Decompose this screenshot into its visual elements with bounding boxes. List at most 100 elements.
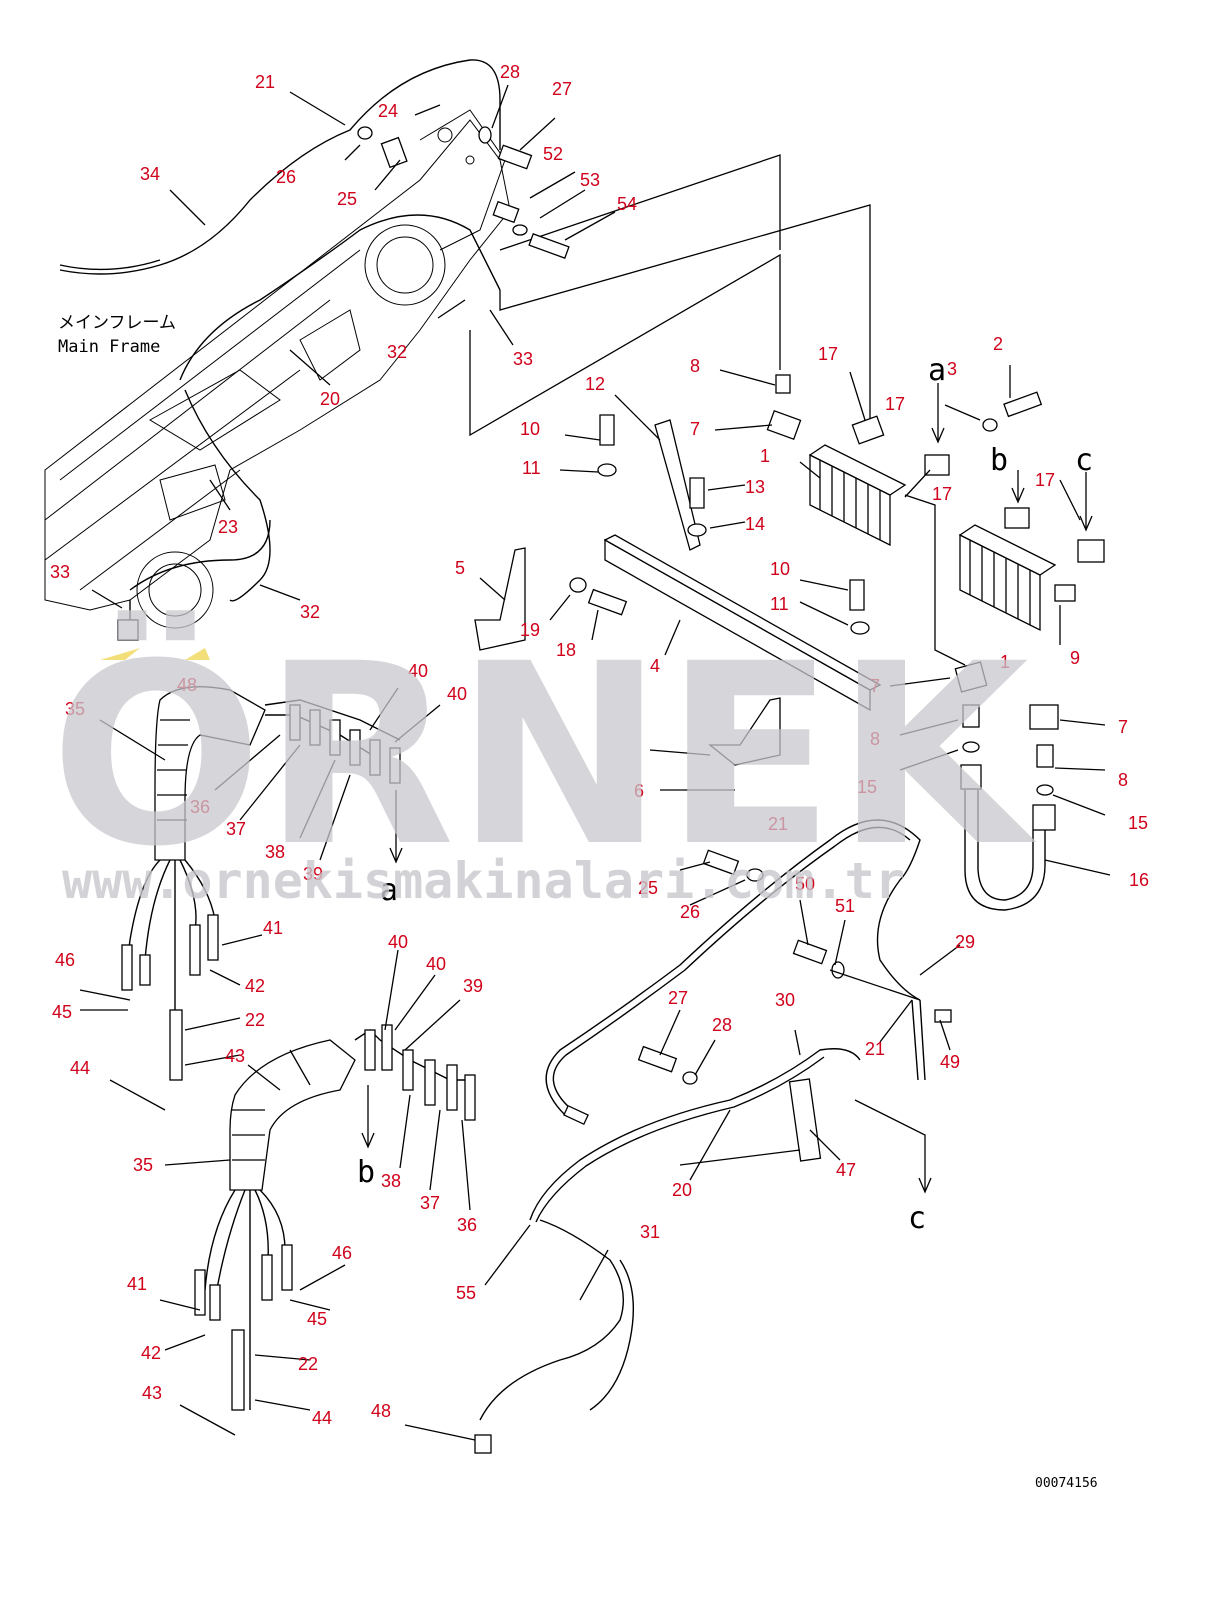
part-callout-45: 45 <box>52 1002 72 1022</box>
part-callout-2: 2 <box>993 334 1003 354</box>
part-callout-4: 4 <box>650 656 660 676</box>
part-callout-15: 15 <box>1128 813 1148 833</box>
part-callout-35: 35 <box>133 1155 153 1175</box>
part-callout-28: 28 <box>500 62 520 82</box>
view-letter-c-top: c <box>1075 443 1093 478</box>
part-callout-36: 36 <box>190 797 210 817</box>
part-callout-11: 11 <box>770 594 789 614</box>
watermark-url: www.ornekismakinalari.com.tr <box>62 852 905 910</box>
watermark: ÖRNEK www.ornekismakinalari.com.tr <box>50 610 1037 910</box>
part-callout-38: 38 <box>265 842 285 862</box>
part-callout-8: 8 <box>690 356 700 376</box>
part-callout-41: 41 <box>127 1274 147 1294</box>
part-callout-42: 42 <box>141 1343 161 1363</box>
part-callout-27: 27 <box>668 988 688 1008</box>
part-callout-21: 21 <box>255 72 275 92</box>
block-fittings <box>766 374 1105 602</box>
part-callout-45: 45 <box>307 1309 327 1329</box>
part-callout-25: 25 <box>337 189 357 209</box>
frame-labels: メインフレーム Main Frame 00074156 <box>58 313 1098 1491</box>
part-callout-24: 24 <box>378 101 398 121</box>
part-callout-25: 25 <box>638 878 658 898</box>
part-callout-20: 20 <box>320 389 340 409</box>
view-letters: a b c a b c <box>357 353 1093 1236</box>
watermark-brand: ÖRNEK <box>50 610 1037 901</box>
part-callout-37: 37 <box>226 819 246 839</box>
distributor-block-upper <box>808 444 907 547</box>
part-callout-51: 51 <box>835 896 855 916</box>
part-callout-47: 47 <box>836 1160 856 1180</box>
drawing-code: 00074156 <box>1035 1476 1098 1491</box>
part-callout-46: 46 <box>332 1243 352 1263</box>
part-callout-40: 40 <box>447 684 467 704</box>
part-callout-37: 37 <box>420 1193 440 1213</box>
part-callout-35: 35 <box>65 699 85 719</box>
harness-b <box>194 1024 476 1411</box>
part-callout-10: 10 <box>770 559 790 579</box>
part-callout-22: 22 <box>245 1010 265 1030</box>
view-letter-a-bottom: a <box>380 873 398 908</box>
part-callout-17: 17 <box>818 344 838 364</box>
part-callout-31: 31 <box>640 1222 660 1242</box>
leader-lines <box>79 84 1111 1441</box>
lower-right-hoses <box>117 619 952 1454</box>
part-callout-39: 39 <box>463 976 483 996</box>
part-callout-43: 43 <box>142 1383 162 1403</box>
harness-a <box>121 686 403 1081</box>
part-callout-32: 32 <box>387 342 407 362</box>
part-callout-28: 28 <box>712 1015 732 1035</box>
part-callout-48: 48 <box>371 1401 391 1421</box>
part-callout-41: 41 <box>263 918 283 938</box>
part-callout-21: 21 <box>865 1039 885 1059</box>
part-callout-6: 6 <box>634 781 644 801</box>
part-callout-48: 48 <box>177 675 197 695</box>
part-callout-1: 1 <box>760 446 770 466</box>
part-callout-34: 34 <box>140 164 160 184</box>
part-callout-1: 1 <box>1000 652 1010 672</box>
part-callout-3: 3 <box>947 359 957 379</box>
part-callout-7: 7 <box>690 419 700 439</box>
view-arrows <box>931 383 1093 532</box>
view-letter-c-bottom: c <box>908 1201 926 1236</box>
view-letter-a-top: a <box>928 353 946 388</box>
part-callout-46: 46 <box>55 950 75 970</box>
part-callout-5: 5 <box>455 558 465 578</box>
part-callout-40: 40 <box>388 932 408 952</box>
part-callout-53: 53 <box>580 170 600 190</box>
part-callout-38: 38 <box>381 1171 401 1191</box>
part-callout-44: 44 <box>312 1408 332 1428</box>
part-callout-39: 39 <box>303 864 323 884</box>
part-callout-7: 7 <box>870 676 880 696</box>
part-callout-7: 7 <box>1118 717 1128 737</box>
frame-label-en: Main Frame <box>58 337 160 357</box>
upper-fittings <box>357 126 570 259</box>
part-callout-33: 33 <box>513 349 533 369</box>
part-callout-18: 18 <box>556 640 576 660</box>
part-callout-9: 9 <box>1070 648 1080 668</box>
part-callout-21: 21 <box>768 814 788 834</box>
view-letter-b-top: b <box>990 443 1008 478</box>
part-callout-19: 19 <box>520 620 540 640</box>
part-callout-29: 29 <box>955 932 975 952</box>
part-callout-8: 8 <box>1118 770 1128 790</box>
part-callout-26: 26 <box>276 167 296 187</box>
part-callout-32: 32 <box>300 602 320 622</box>
part-callout-17: 17 <box>932 484 952 504</box>
part-callout-30: 30 <box>775 990 795 1010</box>
part-callout-49: 49 <box>940 1052 960 1072</box>
guide-lines-upper <box>469 154 966 666</box>
part-callout-22: 22 <box>298 1354 318 1374</box>
part-callout-52: 52 <box>543 144 563 164</box>
part-callout-11: 11 <box>522 458 541 478</box>
part-callout-44: 44 <box>70 1058 90 1078</box>
bracket-assembly <box>474 414 882 766</box>
distributor-block-lower <box>958 524 1057 632</box>
part-callout-54: 54 <box>617 194 637 214</box>
frame-label-jp: メインフレーム <box>58 313 176 333</box>
part-callout-27: 27 <box>552 79 572 99</box>
part-callout-14: 14 <box>745 514 765 534</box>
part-callout-36: 36 <box>457 1215 477 1235</box>
part-callout-8: 8 <box>870 729 880 749</box>
